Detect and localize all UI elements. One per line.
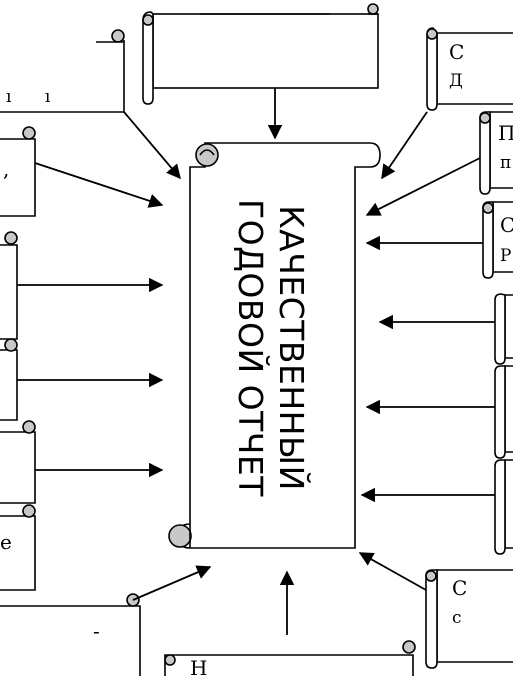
left-fourth-scroll [0, 338, 18, 421]
central-title: КАЧЕСТВЕННЫЙ ГОДОВОЙ ОТЧЕТ [206, 163, 336, 533]
top-center-scroll [142, 3, 379, 105]
arrow-right-top [381, 111, 428, 180]
right-third-fragment: С [500, 213, 513, 237]
right-top-sub-fragment: Д [449, 71, 463, 91]
arrow-right-bottom [358, 552, 427, 591]
central-title-line2: ГОДОВОЙ ОТЧЕТ [231, 199, 270, 497]
left-bottom-scroll [0, 593, 141, 676]
right-bottom-scroll [425, 569, 513, 669]
arrow-right-second [365, 157, 481, 216]
right-second-fragment: П [498, 121, 513, 145]
central-scroll [168, 142, 381, 549]
right-fourth-scroll [494, 293, 513, 365]
bottom-center-scroll [164, 640, 416, 676]
right-third-sub-fragment: Р [500, 246, 512, 266]
right-top-fragment: С [449, 40, 465, 64]
left-fifth-scroll [0, 420, 36, 504]
right-third-scroll [482, 201, 513, 279]
right-sixth-scroll [494, 459, 513, 555]
arrow-left-comma [34, 162, 164, 208]
bottom-fragment: Н [190, 656, 208, 680]
left-sixth-scroll [0, 504, 36, 591]
right-bottom-sub-fragment: с [452, 608, 462, 628]
right-second-scroll [479, 111, 513, 195]
left-comma-scroll [0, 126, 36, 217]
arrow-left-top [123, 111, 181, 180]
left-third-scroll [0, 231, 18, 340]
right-top-scroll [426, 27, 513, 111]
left-top-fragment: ı ı [6, 87, 65, 107]
left-comma-fragment: , [3, 157, 10, 181]
arrow-left-bottom [132, 565, 212, 601]
left-dash-fragment: - [93, 619, 100, 643]
arrows [17, 88, 495, 635]
right-second-sub-fragment: п [500, 153, 512, 173]
right-fifth-scroll [494, 365, 513, 459]
right-bottom-fragment: С [452, 576, 468, 600]
left-e-fragment: е [0, 530, 12, 554]
central-title-line1: КАЧЕСТВЕННЫЙ [272, 205, 311, 491]
